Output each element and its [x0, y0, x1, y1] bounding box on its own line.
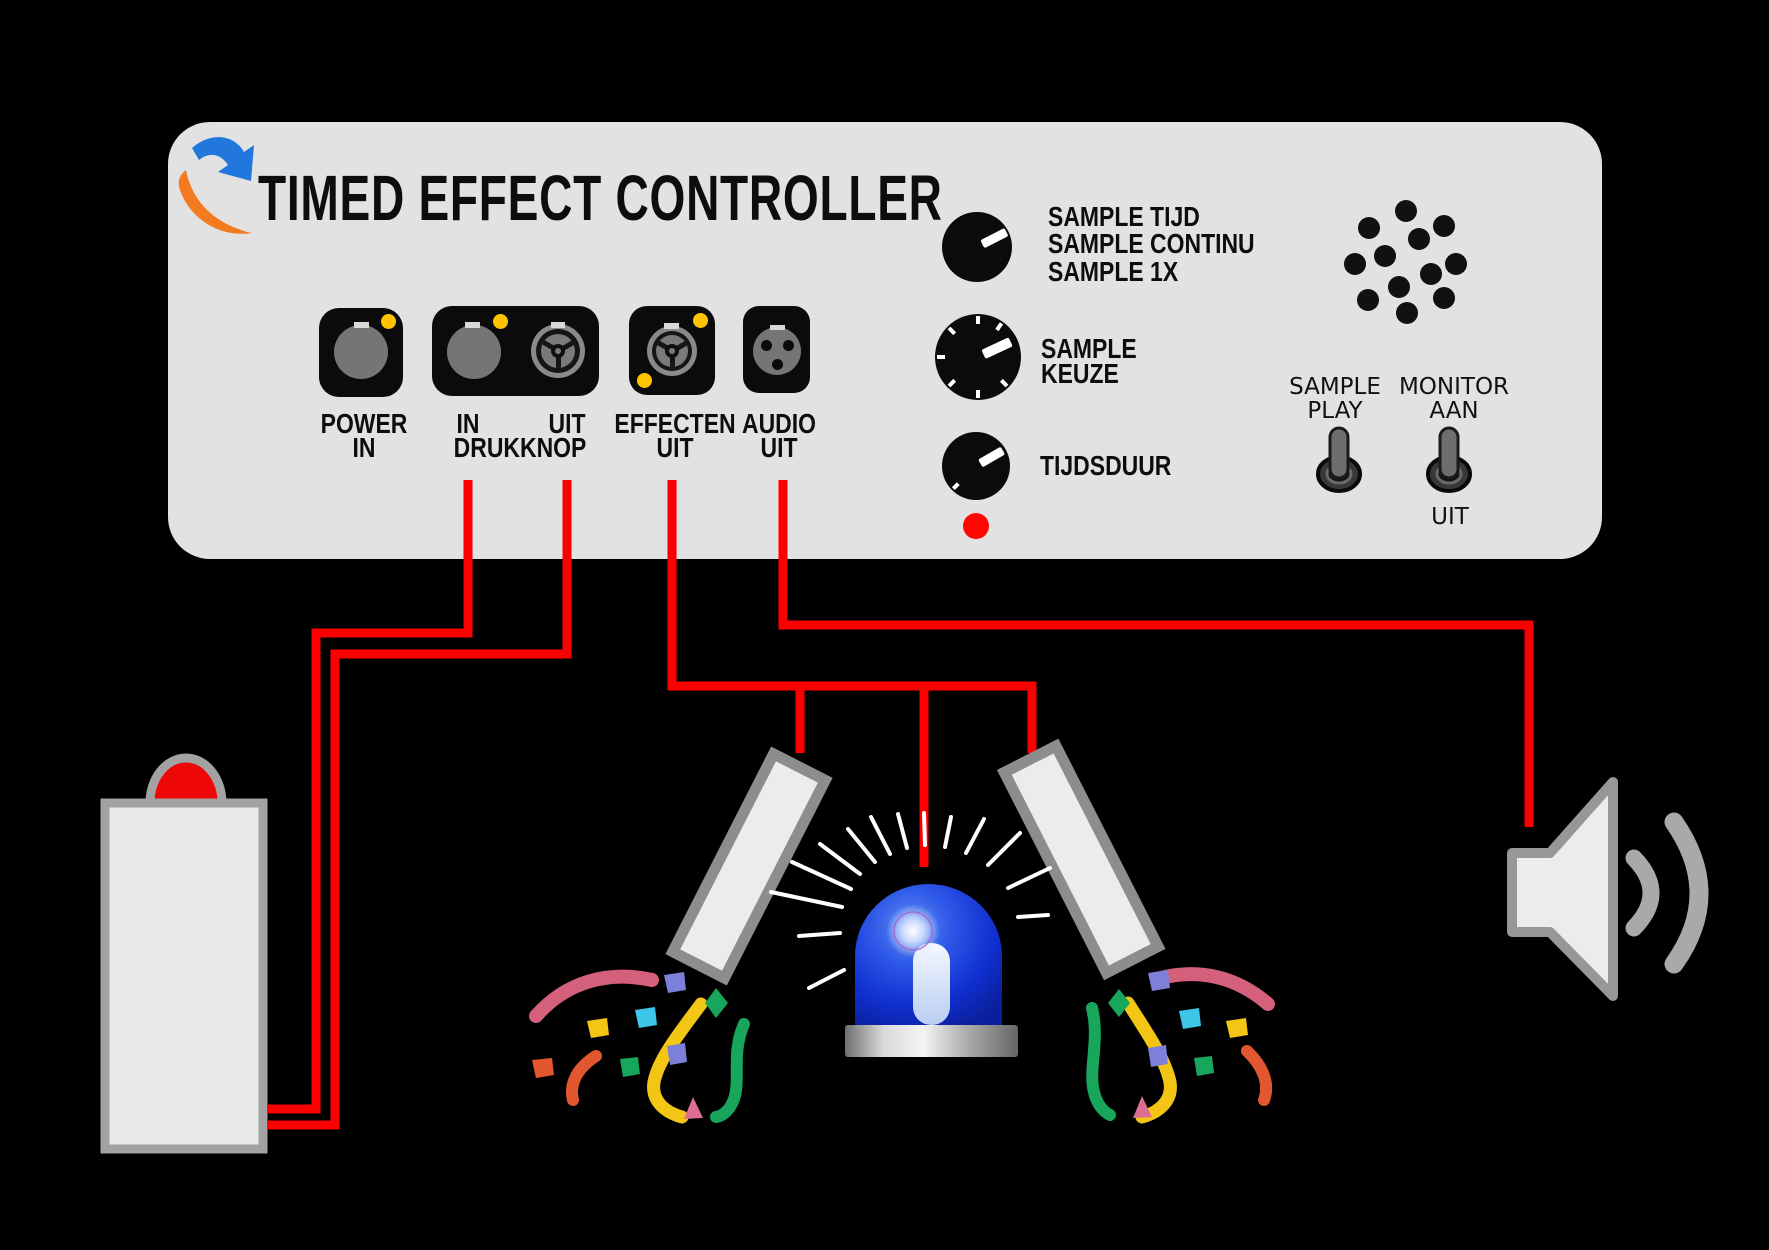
yellow-marker-icon — [693, 313, 708, 328]
confetti-cannon-left — [665, 746, 833, 986]
drukknop-uit-label: UIT — [548, 408, 586, 439]
monitor-off-label: UIT — [1431, 504, 1469, 530]
tijdsduur-label: TIJDSDUUR — [1040, 450, 1172, 481]
confetti-cannon-right — [996, 738, 1166, 981]
latch-tab-icon — [664, 323, 679, 329]
sample-mode-knob[interactable] — [939, 209, 1015, 285]
drukknop-in-label: IN — [456, 408, 480, 439]
device-title: TIMED EFFECT CONTROLLER — [258, 162, 943, 234]
speakon-socket-icon — [531, 324, 585, 378]
yellow-marker-icon — [493, 314, 508, 329]
yellow-marker-icon — [381, 314, 396, 329]
power-in-connector[interactable] — [319, 308, 403, 397]
latch-tab-icon — [354, 322, 369, 328]
blue-beacon-light — [769, 811, 1052, 1057]
mode-option-1: SAMPLE TIJD — [1048, 201, 1200, 232]
cable-drukknop-uit — [268, 480, 572, 1130]
latch-tab-icon — [770, 325, 785, 330]
audio-label-line1: AUDIO — [741, 408, 816, 439]
yellow-marker-icon — [637, 373, 652, 388]
red-push-button[interactable] — [145, 753, 227, 808]
confetti-spray-left — [529, 969, 750, 1124]
latch-tab-icon — [465, 322, 480, 328]
power-label-line2: IN — [352, 432, 376, 463]
latch-tab-icon — [551, 322, 565, 328]
mode-option-2: SAMPLE CONTINU — [1048, 228, 1255, 259]
sample-play-label-line1: SAMPLE — [1289, 374, 1381, 400]
power-label-line1: POWER — [320, 408, 408, 439]
loudspeaker-icon — [1507, 777, 1709, 1001]
confetti-spray-right — [1086, 967, 1275, 1124]
status-led — [963, 513, 989, 539]
speakon-socket-icon — [647, 326, 697, 376]
sample-play-toggle[interactable] — [1314, 424, 1364, 496]
effecten-label-line2: UIT — [656, 432, 694, 463]
keuze-label-line2: KEUZE — [1041, 358, 1119, 389]
audio-label-line2: UIT — [760, 432, 798, 463]
mode-option-3: SAMPLE 1X — [1048, 256, 1179, 287]
drukknop-in-uit-connector[interactable] — [432, 306, 599, 396]
push-button-pillar — [100, 753, 268, 1154]
xlr-socket-icon — [447, 325, 501, 379]
sample-keuze-knob[interactable] — [932, 311, 1024, 403]
monitor-label-line1: MONITOR — [1398, 374, 1510, 400]
monitor-label-line2: AAN — [1429, 398, 1479, 424]
drukknop-label-line2: DRUKKNOP — [453, 432, 587, 463]
xlr-socket-icon — [334, 325, 388, 379]
keuze-label-line1: SAMPLE — [1041, 333, 1137, 364]
sample-play-label-line2: PLAY — [1307, 398, 1363, 424]
effecten-label-line1: EFFECTEN — [614, 408, 736, 439]
beacon-rays — [769, 811, 1052, 990]
cable-drukknop-in — [268, 480, 473, 1114]
effecten-uit-connector[interactable] — [629, 306, 715, 395]
monitor-toggle[interactable] — [1424, 424, 1474, 496]
red-cables — [268, 480, 1534, 1130]
audio-uit-connector[interactable] — [743, 306, 810, 393]
tijdsduur-knob[interactable] — [938, 428, 1014, 504]
